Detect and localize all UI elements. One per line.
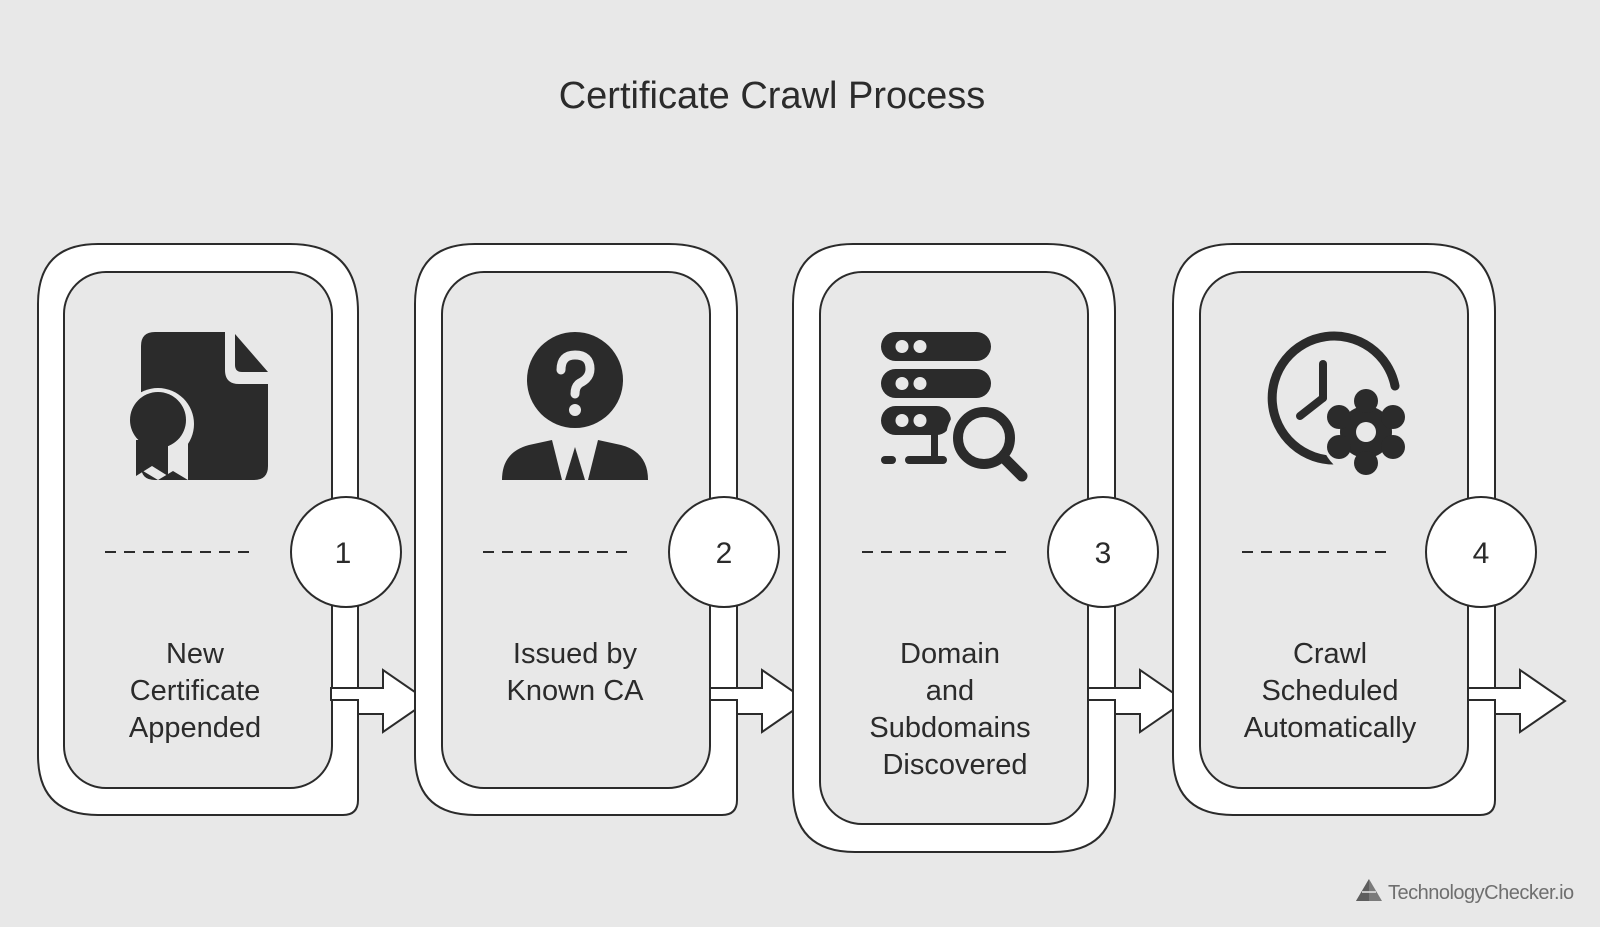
- diagram-title: Certificate Crawl Process: [559, 75, 986, 117]
- step-4-label-line-3: Automatically: [1244, 712, 1417, 744]
- step-4-number-badge: [1425, 496, 1537, 608]
- step-4: Crawl Scheduled Automatically 4: [1172, 243, 1567, 816]
- step-1-label-line-1: New: [166, 638, 225, 670]
- step-3-arrow: [1087, 668, 1187, 734]
- step-3-number: 3: [1095, 537, 1112, 570]
- step-1-label-line-2: Certificate: [130, 675, 261, 707]
- step-3-label-line-3: Subdomains: [869, 712, 1030, 744]
- step-2: Issued by Known CA 2: [414, 243, 809, 816]
- step-4-inner-panel: [1199, 271, 1469, 789]
- clock-gear-icon: [1267, 331, 1412, 478]
- step-2-number-badge: [668, 496, 780, 608]
- step-4-arrow: [1467, 668, 1567, 734]
- triangle-logo-icon: [1356, 879, 1382, 901]
- step-4-label-line-2: Scheduled: [1261, 675, 1398, 707]
- person-question-icon: [502, 332, 648, 480]
- step-3-label-line-1: Domain: [900, 638, 1000, 670]
- step-1-label-line-3: Appended: [129, 712, 261, 744]
- brand-name: TechnologyChecker.io: [1388, 882, 1574, 904]
- step-3-label-line-2: and: [926, 675, 974, 707]
- step-4-label-line-1: Crawl: [1293, 638, 1367, 670]
- step-2-label-line-1: Issued by: [513, 638, 638, 670]
- certificate-document-icon: [122, 332, 268, 480]
- step-4-number: 4: [1473, 537, 1490, 570]
- server-search-icon: [881, 332, 1028, 482]
- step-3-label-line-4: Discovered: [882, 749, 1027, 781]
- step-3-number-badge: [1047, 496, 1159, 608]
- step-1-arrow: [330, 668, 430, 734]
- step-3: Domain and Subdomains Discovered 3: [792, 243, 1187, 853]
- step-1: New Certificate Appended 1: [37, 243, 430, 816]
- step-2-label-line-2: Known CA: [506, 675, 644, 707]
- step-3-labels: Domain and Subdomains Discovered: [869, 638, 1030, 781]
- step-1-labels: New Certificate Appended: [129, 638, 261, 744]
- brand-watermark: TechnologyChecker.io: [1356, 879, 1575, 904]
- step-1-number: 1: [335, 537, 352, 570]
- step-2-number: 2: [716, 537, 733, 570]
- step-4-labels: Crawl Scheduled Automatically: [1244, 638, 1417, 744]
- step-2-labels: Issued by Known CA: [506, 638, 644, 707]
- step-2-arrow: [709, 668, 809, 734]
- step-1-number-badge: [290, 496, 402, 608]
